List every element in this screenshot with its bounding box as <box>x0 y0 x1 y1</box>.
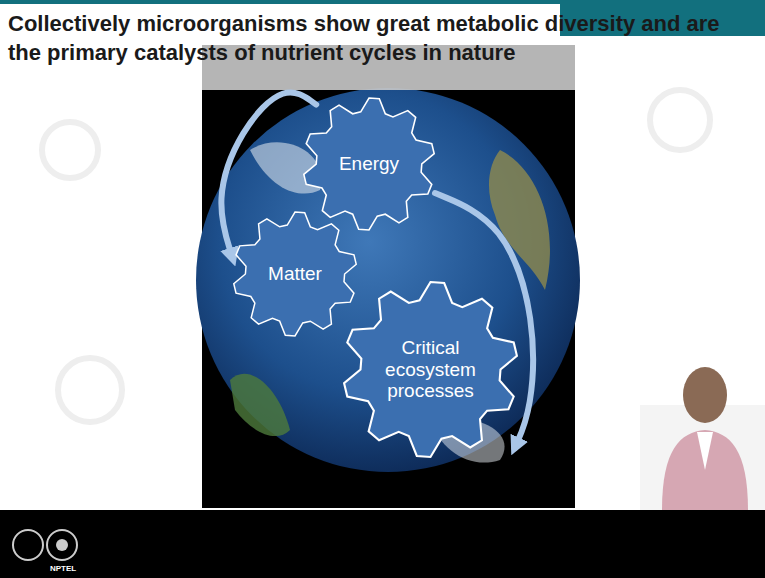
gear-label: Energy <box>339 153 399 175</box>
slide-title: Collectively microorganisms show great m… <box>8 10 758 67</box>
nptel-logo <box>47 530 77 560</box>
gear-node: Energy <box>303 98 435 230</box>
earth-globe <box>196 88 580 472</box>
gear-node: Critical ecosystem processes <box>343 282 518 457</box>
gear-label: Critical ecosystem processes <box>377 337 485 403</box>
gear-label: Matter <box>268 263 322 285</box>
faint-icon <box>650 90 710 150</box>
faint-icon <box>42 122 98 178</box>
continent <box>230 374 290 436</box>
gear-outline <box>304 98 434 230</box>
gear-outline <box>234 212 356 336</box>
gear-node: Matter <box>233 212 357 336</box>
logo-caption: NPTEL <box>50 564 76 573</box>
faint-icon <box>58 358 122 422</box>
gear-outline <box>344 282 517 457</box>
bottom-bar <box>0 510 765 578</box>
institute-logo <box>13 530 43 560</box>
nptel-logo-core <box>56 539 68 551</box>
presenter <box>640 367 765 510</box>
